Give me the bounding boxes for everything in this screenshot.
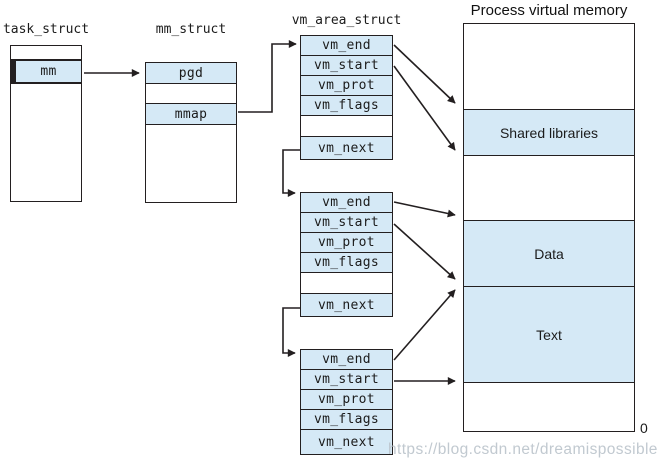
memory-region-shared-libraries: Shared libraries xyxy=(464,109,634,156)
mm-struct-empty-slot xyxy=(146,84,236,104)
task-struct-empty-slot xyxy=(11,46,81,61)
mm-struct-box: pgd mmap xyxy=(145,62,237,203)
task-struct-title: task_struct xyxy=(2,22,90,37)
field-vm-next: vm_next xyxy=(301,430,392,454)
mm-struct-title: mm_struct xyxy=(155,22,227,37)
memory-region-unmapped-middle xyxy=(464,156,634,220)
vma-struct-2: vm_end vm_start vm_prot vm_flags vm_next xyxy=(300,192,393,317)
arrow-vma1-vmstart-to-memory xyxy=(393,65,456,151)
field-vm-end: vm_end xyxy=(301,193,392,213)
field-vm-next: vm_next xyxy=(301,137,392,159)
arrow-vma3-vmend-to-memory xyxy=(393,289,456,361)
process-memory-box: Shared libraries Data Text xyxy=(463,23,635,432)
field-mmap: mmap xyxy=(146,104,236,125)
arrow-vma1-vmend-to-memory xyxy=(393,44,456,104)
memory-region-unmapped-top xyxy=(464,24,634,109)
field-vm-start: vm_start xyxy=(301,213,392,233)
watermark-text: https://blog.csdn.net/dreamispossible xyxy=(388,441,658,458)
arrow-vma2-vmstart-to-memory xyxy=(393,223,456,280)
field-mm: mm xyxy=(11,61,81,84)
arrow-vma2-next-to-vma3 xyxy=(282,307,301,357)
field-vm-start: vm_start xyxy=(301,56,392,76)
arrow-vma1-next-to-vma2 xyxy=(282,149,301,197)
vma-struct-3: vm_end vm_start vm_prot vm_flags vm_next xyxy=(300,349,393,455)
arrow-vma2-vmend-to-memory xyxy=(393,201,456,218)
vm-area-struct-title: vm_area_struct xyxy=(291,13,402,28)
memory-origin-label: 0 xyxy=(640,420,648,436)
memory-region-data: Data xyxy=(464,220,634,286)
field-vm-flags: vm_flags xyxy=(301,410,392,430)
field-vm-flags: vm_flags xyxy=(301,253,392,273)
memory-region-unmapped-bottom xyxy=(464,383,634,431)
field-vm-prot: vm_prot xyxy=(301,390,392,410)
field-vm-prot: vm_prot xyxy=(301,76,392,96)
arrow-mmap-to-vma1 xyxy=(238,40,297,113)
field-vm-prot: vm_prot xyxy=(301,233,392,253)
vma-empty-slot xyxy=(301,116,392,137)
field-vm-next: vm_next xyxy=(301,294,392,316)
vma-struct-1: vm_end vm_start vm_prot vm_flags vm_next xyxy=(300,35,393,160)
task-struct-box: mm xyxy=(10,45,82,202)
field-vm-end: vm_end xyxy=(301,36,392,56)
field-vm-end: vm_end xyxy=(301,350,392,370)
memory-region-text: Text xyxy=(464,286,634,383)
process-memory-title: Process virtual memory xyxy=(470,2,628,19)
vma-empty-slot xyxy=(301,273,392,294)
field-vm-flags: vm_flags xyxy=(301,96,392,116)
field-pgd: pgd xyxy=(146,63,236,84)
field-vm-start: vm_start xyxy=(301,370,392,390)
